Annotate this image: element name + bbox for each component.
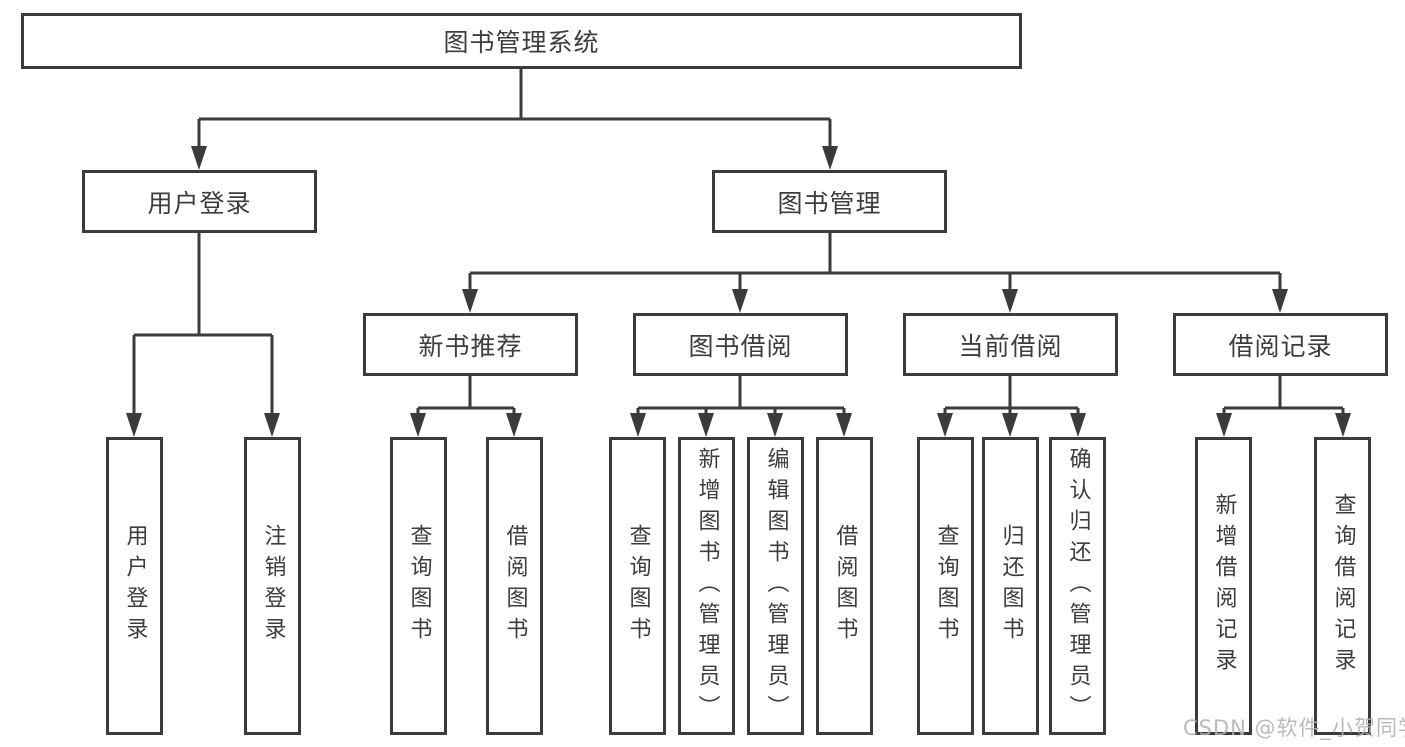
node-add-borrow-record: 新增借阅记录	[1195, 437, 1252, 735]
node-add-book-admin: 新增图书（管理员）	[678, 437, 735, 735]
node-edit-book-admin: 编辑图书（管理员）	[747, 437, 804, 735]
node-user-login: 用户登录	[82, 170, 317, 233]
node-logout: 注销登录	[244, 437, 301, 735]
node-borrowing-records: 借阅记录	[1173, 313, 1388, 376]
node-borrow-books-borrowing: 借阅图书	[816, 437, 873, 735]
node-query-books-borrowing: 查询图书	[609, 437, 666, 735]
node-current-borrowing: 当前借阅	[903, 313, 1118, 376]
node-return-books: 归还图书	[982, 437, 1039, 735]
node-book-management-system: 图书管理系统	[21, 13, 1022, 69]
node-confirm-return-admin: 确认归还（管理员）	[1049, 437, 1106, 735]
csdn-watermark: CSDN @软件_小贺同学	[1183, 716, 1405, 740]
node-book-management: 图书管理	[712, 170, 947, 233]
node-query-books-current: 查询图书	[917, 437, 974, 735]
node-user-login-leaf: 用户登录	[106, 437, 163, 735]
node-query-books-recommend: 查询图书	[390, 437, 447, 735]
node-query-borrow-record: 查询借阅记录	[1314, 437, 1371, 735]
node-borrow-books-recommend: 借阅图书	[486, 437, 543, 735]
node-book-borrowing: 图书借阅	[633, 313, 848, 376]
node-new-book-recommendation: 新书推荐	[363, 313, 578, 376]
